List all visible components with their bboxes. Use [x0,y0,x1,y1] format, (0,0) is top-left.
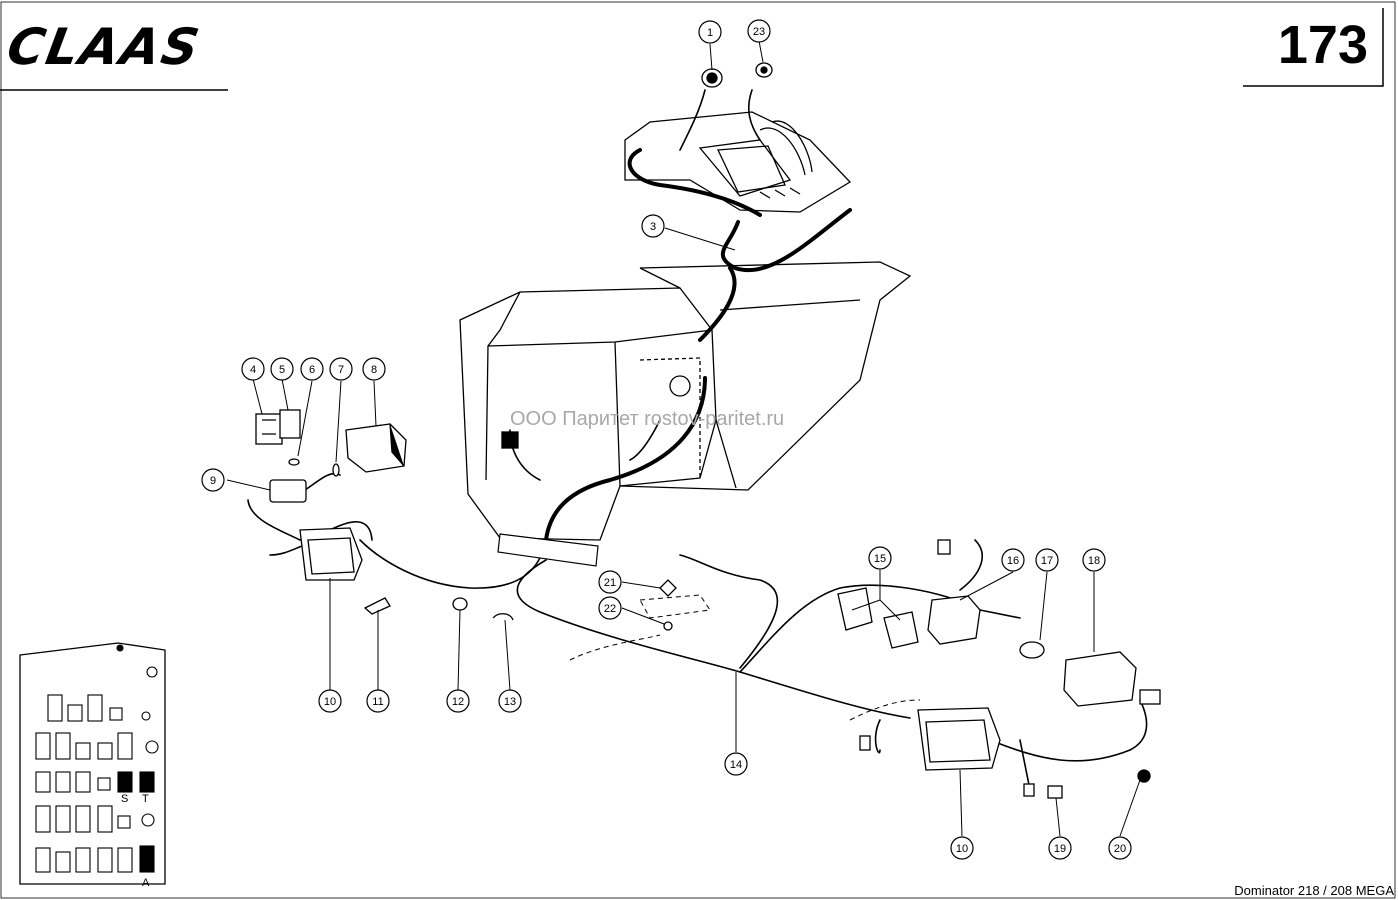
callout-3 [641,214,665,238]
callout-bubbles [201,19,1132,860]
callout-number: 15 [874,553,886,565]
callout-number: 19 [1054,843,1066,855]
legend-label-a: A [142,877,150,889]
callout-18 [1082,548,1106,572]
callout-number: 5 [279,364,285,376]
callout-8 [362,357,386,381]
callout-10b [950,836,974,860]
callout-number: 4 [250,364,256,376]
callout-22 [598,596,622,620]
callout-numbers: 1 23 3 4 5 6 7 8 9 10 11 12 13 14 15 16 … [210,26,1126,855]
legend-label-t: T [142,793,149,805]
callout-13 [498,689,522,713]
callout-9 [201,468,225,492]
callout-number: 20 [1114,843,1126,855]
callout-number: 3 [650,221,656,233]
callout-number: 22 [604,603,616,615]
callout-number: 21 [604,577,616,589]
callout-16 [1001,548,1025,572]
callout-23 [747,19,771,43]
header-rules [0,8,1384,91]
callout-11 [366,689,390,713]
callout-12 [446,689,470,713]
callout-number: 6 [309,364,315,376]
callout-number: 8 [371,364,377,376]
callout-number: 18 [1088,555,1100,567]
callout-number: 14 [730,759,742,771]
callout-number: 23 [753,26,765,38]
reference-outlines [569,594,921,721]
callout-number: 17 [1041,555,1053,567]
watermark-text: ООО Паритет rostov-paritet.ru [510,408,785,430]
callout-number: 7 [338,364,344,376]
callout-number: 10 [956,843,968,855]
callout-7 [329,357,353,381]
callout-20 [1108,836,1132,860]
callout-1 [698,20,722,44]
callout-14 [724,752,748,776]
model-label: Dominator 218 / 208 MEGA [1234,883,1394,898]
callout-number: 13 [504,696,516,708]
terminal-strip [497,533,599,567]
callout-number: 16 [1007,555,1019,567]
fuse-legend-panel: S T A [19,642,166,889]
legend-label-s: S [121,793,128,805]
callout-number: 1 [707,27,713,39]
callout-number: 11 [372,696,383,708]
callout-number: 10 [324,696,336,708]
components [255,62,1161,799]
callout-number: 9 [210,475,216,487]
callout-6 [300,357,324,381]
console-housing [459,261,912,541]
callout-21 [598,570,622,594]
callout-19 [1048,836,1072,860]
wiring-runs [247,89,1148,791]
callout-15 [868,546,892,570]
callout-4 [241,357,265,381]
callout-leaders [226,40,1141,837]
callout-17 [1035,548,1059,572]
page-number: 173 [1277,15,1368,75]
callout-10a [318,689,342,713]
main-harness [544,148,852,542]
callout-number: 12 [452,696,464,708]
callout-5 [270,357,294,381]
control-panel [624,111,852,213]
